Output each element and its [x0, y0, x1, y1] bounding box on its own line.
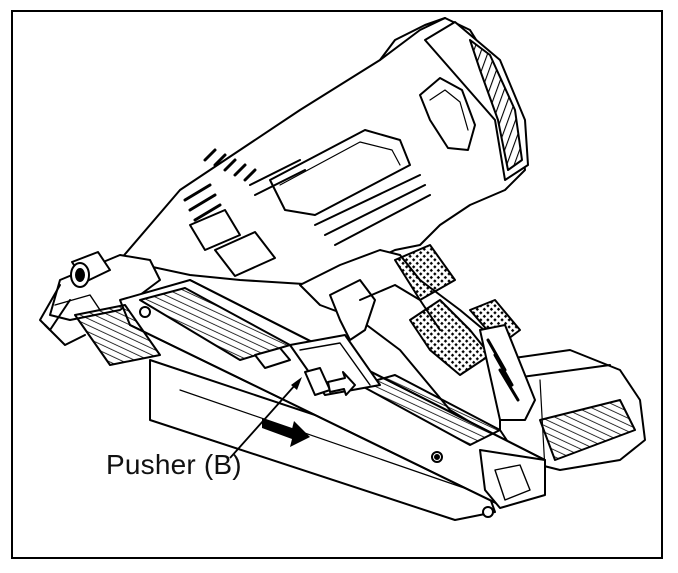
grip-texture-1 [394, 244, 456, 301]
front-window-1 [189, 209, 241, 251]
battery-fins [539, 399, 636, 461]
top-window [419, 77, 476, 151]
magazine-end-cap [479, 449, 546, 509]
pusher-direction-arrow-icon [327, 371, 356, 396]
head-fins [469, 39, 523, 171]
front-window-2 [214, 231, 276, 277]
trigger [329, 279, 376, 341]
display-panel [269, 129, 411, 216]
magazine-tail [74, 304, 161, 366]
direction-arrow-icon [262, 418, 310, 447]
pusher-b [289, 334, 381, 396]
pusher-label: Pusher (B) [106, 449, 242, 480]
